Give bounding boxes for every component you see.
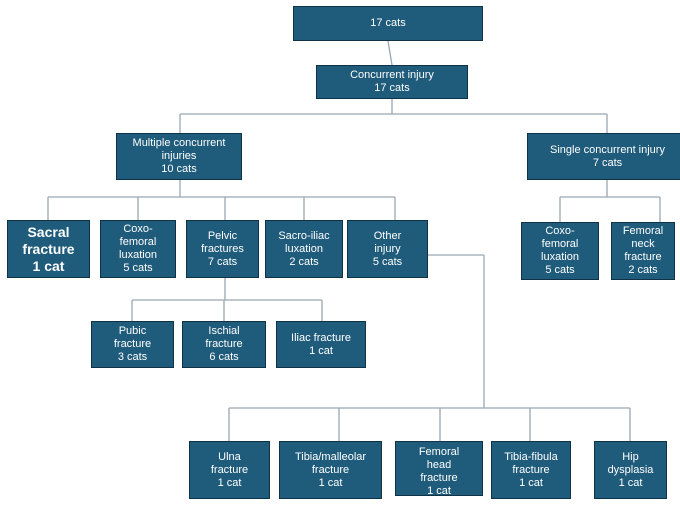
node-pubic-fracture: Pubic fracture 3 cats [91,321,174,368]
node-sacroiliac-luxation: Sacro-iliac luxation 2 cats [265,220,343,278]
node-femoral-neck-fracture: Femoral neck fracture 2 cats [611,222,675,280]
node-multiple-concurrent-injuries: Multiple concurrent injuries 10 cats [116,133,242,180]
node-concurrent-injury: Concurrent injury 17 cats [316,65,468,99]
node-single-concurrent-injury: Single concurrent injury 7 cats [527,133,680,180]
node-other-injury: Other injury 5 cats [347,220,428,278]
node-coxofemoral-luxation-single: Coxo- femoral luxation 5 cats [521,222,599,280]
node-iliac-fracture: Iliac fracture 1 cat [276,321,366,368]
node-pelvic-fractures: Pelvic fractures 7 cats [186,220,259,278]
node-tibia-malleolar-fracture: Tibia/malleolar fracture 1 cat [279,441,382,499]
node-ischial-fracture: Ischial fracture 6 cats [182,321,266,368]
node-ulna-fracture: Ulna fracture 1 cat [189,441,270,499]
node-femoral-head-fracture: Femoral head fracture 1 cat [395,441,483,496]
node-sacral-fracture: Sacral fracture 1 cat [7,220,90,278]
node-hip-dysplasia: Hip dysplasia 1 cat [594,441,667,499]
node-tibia-fibula-fracture: Tibia-fibula fracture 1 cat [491,441,571,499]
node-total-cats: 17 cats [293,6,483,41]
node-coxofemoral-luxation-multiple: Coxo- femoral luxation 5 cats [100,220,176,278]
